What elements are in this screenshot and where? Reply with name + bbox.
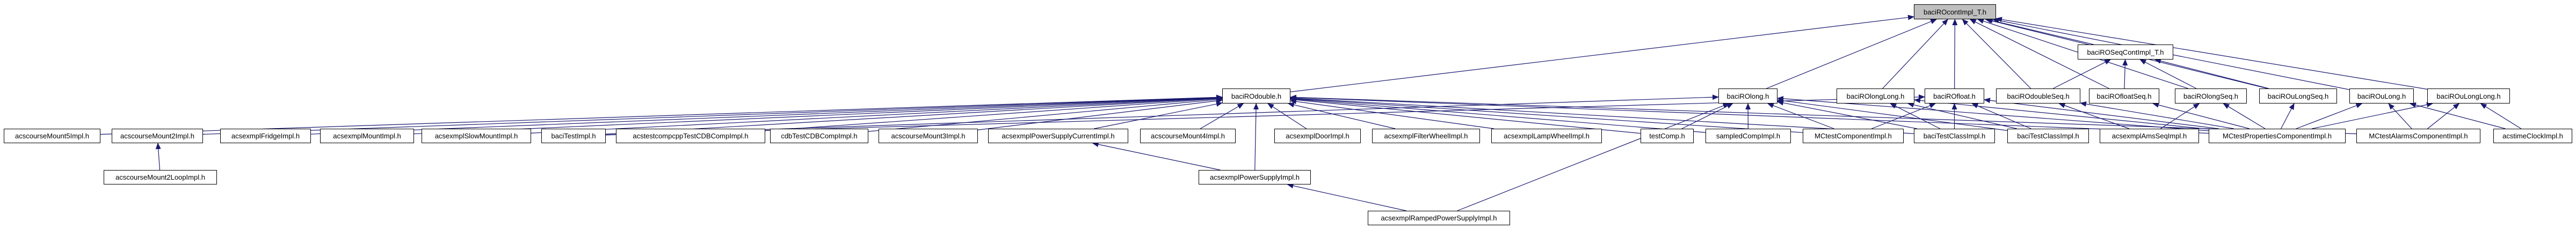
graph-node-ro_double[interactable]: baciROdouble.h	[1222, 88, 1290, 104]
edge-ro_long-to-root	[1766, 19, 1938, 89]
edge-ro_ulonglong-to-root	[1996, 17, 2428, 90]
graph-node-mctestalarms[interactable]: MCtestAlarmsComponentImpl.h	[2356, 129, 2480, 143]
edge-acstestcomp-to-ro_double	[765, 96, 1223, 131]
graph-node-testcomp[interactable]: testComp.h	[1641, 129, 1694, 143]
edge-mctestcomp-to-ro_long	[1767, 103, 1834, 129]
graph-node-ramped[interactable]: acsexmplRampedPowerSupplyImpl.h	[1368, 211, 1510, 225]
edge-baciclass1-to-ro_longlong	[1890, 103, 1941, 129]
edge-lampwheel-to-ro_double	[1290, 99, 1494, 129]
edge-cdbtest-to-ro_double	[868, 97, 1223, 132]
edge-ramped-to-psi	[1287, 183, 1406, 211]
edge-mctestprops-to-ro_double	[1290, 94, 2209, 134]
graph-node-ro_ulongseq[interactable]: baciROuLongSeq.h	[2259, 88, 2337, 104]
graph-node-root[interactable]: baciROcontImpl_T.h	[1914, 4, 1996, 19]
edge-door-to-ro_double	[1267, 103, 1307, 129]
graph-node-filterwheel[interactable]: acsexmplFilterWheelImpl.h	[1372, 129, 1480, 143]
graph-node-mount3[interactable]: acscourseMount3Impl.h	[879, 129, 978, 143]
graph-node-pscurrent[interactable]: acsexmplPowerSupplyCurrentImpl.h	[988, 129, 1128, 143]
edge-mctestalarms-to-ro_ulong	[2388, 103, 2412, 129]
edge-mount-to-ro_double	[413, 95, 1223, 135]
graph-node-door[interactable]: acsexmplDoorImpl.h	[1274, 129, 1361, 143]
graph-node-seqcont[interactable]: baciROSeqContImpl_T.h	[2078, 45, 2173, 60]
graph-node-baciclass1[interactable]: baciTestClassImpl.h	[1914, 129, 1995, 143]
graph-node-ro_ulonglong[interactable]: baciROuLongLong.h	[2427, 88, 2510, 104]
edge-pscurrent-to-ro_double	[1094, 101, 1223, 129]
edge-ro_floatseq-to-seqcont	[2122, 59, 2128, 89]
edge-mctestprops-to-ro_longlong	[1914, 98, 2209, 130]
edge-testcomp-to-ro_double	[1290, 97, 1641, 134]
edge-mctestalarms-to-ro_double	[1290, 94, 2357, 135]
edge-mctestalarms-to-ro_ulonglong	[2427, 103, 2460, 129]
edge-mount3-to-ro_double	[977, 98, 1223, 130]
edge-ro_double-to-root	[1290, 14, 1914, 92]
graph-node-mctestprops[interactable]: MCtestPropertiesComponentImpl.h	[2209, 129, 2346, 143]
graph-node-ro_long[interactable]: baciROlong.h	[1718, 88, 1777, 104]
edge-slowmount-to-ro_double	[531, 95, 1223, 134]
graph-node-fridge[interactable]: acsexmplFridgeImpl.h	[220, 129, 311, 143]
edge-psi-to-pscurrent	[1092, 142, 1221, 171]
edge-ramped-to-ro_long	[1457, 103, 1730, 211]
edge-clock-to-ro_ulonglong	[2480, 103, 2522, 129]
edge-mctestprops-to-ro_ulong	[2296, 103, 2363, 129]
edge-ro_floatseq-to-root	[1969, 19, 2109, 89]
graph-node-amsseq[interactable]: acsexmplAmsSeqImpl.h	[2100, 129, 2199, 143]
graph-node-ro_doubleseq[interactable]: baciROdoubleSeq.h	[1996, 88, 2080, 104]
edge-baciclass2-to-ro_longlong	[1907, 102, 2017, 129]
edge-ro_doubleseq-to-root	[1962, 19, 2031, 89]
graph-node-acstestcomp[interactable]: acstestcompcppTestCDBCompImpl.h	[616, 129, 765, 143]
graph-node-slowmount[interactable]: acsexmplSlowMountImpl.h	[422, 129, 531, 143]
edge-mctestprops-to-ro_ulongseq	[2281, 103, 2295, 129]
graph-node-mount4[interactable]: acscourseMount4Impl.h	[1140, 129, 1236, 143]
graph-node-lampwheel[interactable]: acsexmplLampWheelImpl.h	[1491, 129, 1602, 143]
edge-ro_ulongseq-to-seqcont	[2154, 58, 2269, 89]
graph-node-ro_floatseq[interactable]: baciROfloatSeq.h	[2089, 88, 2159, 104]
graph-node-mount2[interactable]: acscourseMount2Impl.h	[112, 129, 203, 143]
edge-fridge-to-ro_double	[310, 95, 1223, 135]
edge-ro_doubleseq-to-seqcont	[2052, 59, 2111, 89]
edge-ro_longseq-to-seqcont	[2139, 59, 2197, 89]
edge-psi-to-ro_double	[1253, 103, 1259, 171]
graph-node-ro_longlong[interactable]: baciROlongLong.h	[1837, 88, 1914, 104]
edge-clock-to-ro_ulong	[2409, 102, 2506, 129]
edge-ro_longlong-to-root	[1882, 19, 1948, 89]
graph-node-ro_float[interactable]: baciROfloat.h	[1925, 88, 1984, 104]
edge-mctestprops-to-ro_long	[1777, 96, 2209, 131]
edge-baciclass1-to-ro_long	[1777, 100, 1917, 129]
edge-seqcont-to-root	[1986, 18, 2094, 45]
edge-bacitest-to-ro_float	[605, 94, 1925, 136]
graph-node-mctestcomp[interactable]: MCtestComponentImpl.h	[1803, 129, 1904, 143]
graph-node-mount5[interactable]: acscourseMount5Impl.h	[4, 129, 100, 143]
edge-mctestprops-to-ro_longseq	[2223, 103, 2266, 129]
graph-node-sampled[interactable]: sampledCompImpl.h	[1706, 129, 1791, 143]
graph-node-ro_longseq[interactable]: baciROlongSeq.h	[2175, 88, 2247, 104]
graph-node-bacitest[interactable]: baciTestImpl.h	[541, 129, 606, 143]
edge-mctestprops-to-ro_floatseq	[2152, 102, 2250, 129]
graph-node-clock[interactable]: acstimeClockImpl.h	[2493, 129, 2572, 143]
edge-mount2loop-to-mount2	[155, 143, 161, 171]
graph-node-ro_ulong[interactable]: baciROuLong.h	[2349, 88, 2414, 104]
edge-baciclass2-to-ro_long	[1777, 98, 2008, 131]
edge-filterwheel-to-ro_double	[1287, 102, 1396, 129]
graph-node-psi[interactable]: acsexmplPowerSupplyImpl.h	[1199, 170, 1311, 184]
edge-sampled-to-ro_double	[1290, 97, 1706, 133]
edge-baciclass2-to-ro_float	[1971, 103, 2031, 129]
graph-node-mount[interactable]: acsexmplMountImpl.h	[320, 129, 414, 143]
edge-mctestprops-to-ro_ulonglong	[2311, 102, 2433, 129]
edge-mount4-to-ro_double	[1200, 103, 1244, 129]
edge-mctestprops-to-ro_float	[1984, 98, 2219, 129]
edge-baciclass1-to-ro_double	[1290, 95, 1914, 134]
edge-bacitest-to-ro_double	[605, 95, 1223, 135]
edge-mctestprops-to-ro_doubleseq	[2080, 101, 2234, 129]
edge-amsseq-to-ro_longseq	[2160, 103, 2200, 129]
edge-amsseq-to-ro_doubleseq	[2058, 103, 2130, 129]
edge-mount5-to-ro_double	[100, 94, 1223, 135]
graph-node-cdbtest[interactable]: cdbTestCDBCompImpl.h	[770, 129, 868, 143]
edge-mctestcomp-to-ro_float	[1871, 103, 1936, 129]
edge-mctestcomp-to-ro_double	[1290, 96, 1803, 133]
graph-node-baciclass2[interactable]: baciTestClassImpl.h	[2007, 129, 2089, 143]
edge-mount2-to-ro_double	[202, 94, 1223, 135]
graph-node-mount2loop[interactable]: acscourseMount2LoopImpl.h	[104, 170, 217, 184]
